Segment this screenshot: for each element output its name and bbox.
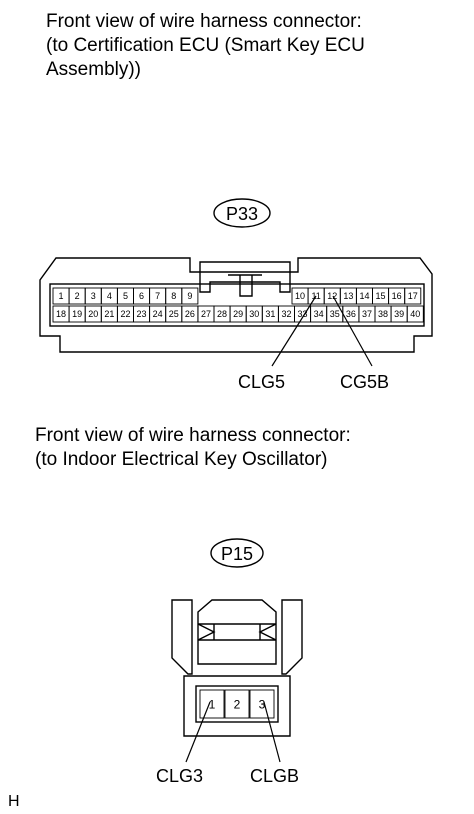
- pin-number: 6: [139, 291, 144, 301]
- connector2-right-arm: [281, 599, 303, 675]
- pin-cell: [224, 689, 250, 719]
- connector2-pin-frame: [195, 685, 279, 723]
- pin-number: 5: [123, 291, 128, 301]
- pin-number: 39: [394, 309, 404, 319]
- pin-number: 25: [169, 309, 179, 319]
- pin-cell: [406, 305, 424, 323]
- pin-number: 26: [185, 309, 195, 319]
- connector1-latch: [199, 261, 291, 293]
- connector-p33: [39, 198, 433, 353]
- pin-number: 30: [249, 309, 259, 319]
- pin-number: 20: [88, 309, 98, 319]
- connector1-caption: Front view of wire harness connector: (t…: [46, 10, 365, 82]
- pin-number: 14: [359, 291, 369, 301]
- pin-number: 34: [314, 309, 324, 319]
- connector2-callout-clgb: CLGB: [250, 766, 299, 786]
- pin-number: 4: [107, 291, 112, 301]
- connector1-code-label: P33: [226, 204, 258, 224]
- pin-number: 31: [265, 309, 275, 319]
- figure-mark: H: [8, 793, 20, 810]
- pin-number: 9: [187, 291, 192, 301]
- pin-number: 17: [408, 291, 418, 301]
- pin-number: 19: [72, 309, 82, 319]
- pin-number: 36: [346, 309, 356, 319]
- pin-number: 22: [120, 309, 130, 319]
- pin-number: 16: [392, 291, 402, 301]
- connector1-code-bubble: [213, 198, 271, 228]
- pin-number: 18: [56, 309, 66, 319]
- pin-number: 12: [327, 291, 337, 301]
- connector1-leader-cg5b: [332, 295, 373, 367]
- pin-number: 7: [155, 291, 160, 301]
- connector2-callout-clg3: CLG3: [156, 766, 203, 786]
- pin-number: 33: [298, 309, 308, 319]
- connector1-body: [39, 257, 433, 353]
- connector2-latch: [197, 599, 277, 665]
- pin-number: 3: [259, 697, 266, 711]
- pin-number: 1: [59, 291, 64, 301]
- connector2-code-label: P15: [221, 544, 253, 564]
- pin-cell: [404, 287, 422, 305]
- connector1-latch-inner: [228, 274, 262, 297]
- pin-number: 8: [171, 291, 176, 301]
- pin-number: 1: [209, 697, 216, 711]
- connector2-code-bubble: [210, 538, 264, 568]
- pin-number: 23: [137, 309, 147, 319]
- pin-number: 3: [91, 291, 96, 301]
- pin-number: 10: [295, 291, 305, 301]
- pin-cell: [249, 689, 275, 719]
- connector2-caption-line: (to Indoor Electrical Key Oscillator): [35, 449, 328, 470]
- connector2-leader-clgb: [263, 701, 281, 763]
- pin-cell: [181, 287, 199, 305]
- connector1-callout-clg5: CLG5: [238, 372, 285, 392]
- pin-number: 38: [378, 309, 388, 319]
- pin-number: 40: [410, 309, 420, 319]
- connector2-caption: Front view of wire harness connector: (t…: [35, 424, 351, 472]
- pin-number: 35: [330, 309, 340, 319]
- connector2-pins: 1 2 3: [199, 689, 275, 719]
- pin-number: 27: [201, 309, 211, 319]
- connector1-caption-line: (to Certification ECU (Smart Key ECU: [46, 35, 365, 56]
- connector2-leader-clg3: [185, 701, 211, 763]
- connector1-callout-cg5b: CG5B: [340, 372, 389, 392]
- pin-number: 2: [234, 697, 241, 711]
- pin-number: 21: [104, 309, 114, 319]
- pin-number: 37: [362, 309, 372, 319]
- connector1-caption-line: Assembly)): [46, 59, 142, 80]
- pin-number: 15: [376, 291, 386, 301]
- connector2-left-arm: [171, 599, 193, 675]
- pin-number: 2: [75, 291, 80, 301]
- connector-p15: [171, 538, 303, 737]
- connector1-pin-frame: [49, 283, 425, 327]
- pin-number: 32: [281, 309, 291, 319]
- connector2-latch-window: [197, 623, 277, 641]
- connector1-leader-clg5: [271, 295, 317, 367]
- connector1-caption-line: Front view of wire harness connector:: [46, 11, 362, 32]
- connector2-caption-line: Front view of wire harness connector:: [35, 425, 351, 446]
- pin-number: 29: [233, 309, 243, 319]
- pin-cell: [199, 689, 225, 719]
- pin-number: 24: [153, 309, 163, 319]
- connector2-body: [183, 675, 291, 737]
- pin-number: 13: [343, 291, 353, 301]
- pin-number: 28: [217, 309, 227, 319]
